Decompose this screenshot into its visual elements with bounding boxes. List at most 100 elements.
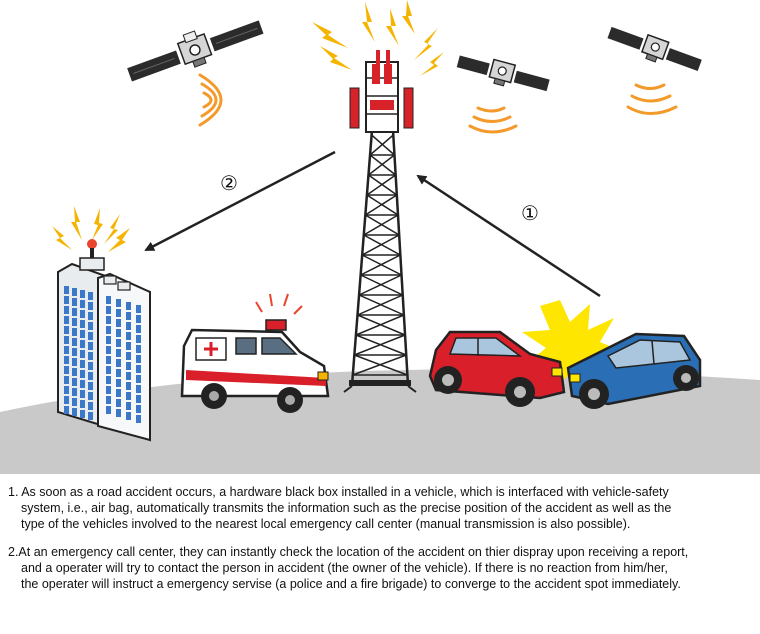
building-window: [64, 356, 69, 364]
building-window: [116, 359, 121, 367]
building-window: [116, 319, 121, 327]
building-window: [136, 335, 141, 343]
building-window: [88, 302, 93, 310]
building-window: [80, 310, 85, 318]
explanation-text: 1. As soon as a road accident occurs, a …: [8, 484, 754, 604]
building-window: [106, 316, 111, 324]
building-window: [106, 346, 111, 354]
building-window: [72, 308, 77, 316]
building-window: [88, 392, 93, 400]
blue-car-icon: [566, 332, 702, 409]
radio-wave-left-icon: [198, 73, 223, 127]
step-2-line: 2.At an emergency call center, they can …: [8, 545, 689, 559]
building-window: [116, 409, 121, 417]
building-window: [106, 336, 111, 344]
building-window: [88, 402, 93, 410]
building-window: [116, 369, 121, 377]
building-window: [116, 389, 121, 397]
building-window: [80, 390, 85, 398]
building-window: [72, 298, 77, 306]
building-window: [88, 382, 93, 390]
building-window: [72, 288, 77, 296]
building-window: [126, 382, 131, 390]
building-window: [126, 312, 131, 320]
building-window: [64, 286, 69, 294]
building-window: [88, 342, 93, 350]
building-window: [80, 350, 85, 358]
building-window: [126, 342, 131, 350]
building-window: [136, 405, 141, 413]
building-window: [88, 312, 93, 320]
building-window: [126, 402, 131, 410]
building-window: [80, 330, 85, 338]
building-window: [64, 346, 69, 354]
building-window: [126, 332, 131, 340]
building-window: [106, 386, 111, 394]
building-window: [72, 388, 77, 396]
building-window: [136, 415, 141, 423]
step-1-line: system, i.e., air bag, automatically tra…: [21, 501, 672, 515]
building-window: [106, 376, 111, 384]
building-window: [88, 372, 93, 380]
building-window: [126, 302, 131, 310]
building-window: [80, 400, 85, 408]
arrow-car-to-tower: [416, 174, 601, 298]
building-window: [72, 318, 77, 326]
red-car-icon: [428, 330, 566, 407]
building-window: [136, 305, 141, 313]
emergency-call-center-building-icon: [52, 206, 151, 442]
building-window: [136, 345, 141, 353]
building-window: [88, 412, 93, 420]
building-window: [64, 386, 69, 394]
building-window: [126, 372, 131, 380]
satellite-middle-icon: [456, 55, 550, 92]
building-window: [80, 320, 85, 328]
building-window: [88, 362, 93, 370]
radio-wave-middle-icon: [468, 106, 518, 134]
building-window: [88, 352, 93, 360]
building-window: [64, 326, 69, 334]
building-window: [116, 329, 121, 337]
building-window: [136, 375, 141, 383]
building-window: [80, 340, 85, 348]
step-2-marker: ②: [220, 171, 238, 195]
building-window: [72, 338, 77, 346]
building-window: [106, 356, 111, 364]
building-window: [126, 412, 131, 420]
cell-tower-icon: [343, 50, 417, 393]
building-window: [72, 398, 77, 406]
building-window: [106, 326, 111, 334]
building-window: [64, 316, 69, 324]
building-window: [88, 322, 93, 330]
signal-bolts-icon: [312, 0, 444, 76]
building-window: [126, 392, 131, 400]
step-1-marker: ①: [521, 201, 539, 225]
building-window: [88, 332, 93, 340]
building-window: [80, 370, 85, 378]
arrow-tower-to-building: [144, 150, 336, 252]
building-window: [116, 379, 121, 387]
building-window: [80, 410, 85, 418]
step-2-description: 2.At an emergency call center, they can …: [8, 544, 754, 592]
building-window: [72, 378, 77, 386]
building-window: [116, 299, 121, 307]
building-window: [136, 385, 141, 393]
building-window: [136, 315, 141, 323]
building-window: [136, 325, 141, 333]
building-window: [64, 366, 69, 374]
accident-notification-diagram: ② ①: [0, 0, 760, 474]
building-window: [64, 336, 69, 344]
building-window: [72, 348, 77, 356]
beacon-light-icon: [87, 239, 97, 249]
building-window: [72, 358, 77, 366]
building-window: [72, 408, 77, 416]
building-window: [136, 365, 141, 373]
building-window: [106, 406, 111, 414]
building-window: [106, 366, 111, 374]
building-window: [116, 309, 121, 317]
step-2-line: the operater will instruct a emergency s…: [21, 577, 681, 591]
building-window: [126, 322, 131, 330]
step-2-line: and a operater will try to contact the p…: [21, 561, 668, 575]
satellite-left-icon: [127, 20, 264, 82]
building-window: [64, 306, 69, 314]
